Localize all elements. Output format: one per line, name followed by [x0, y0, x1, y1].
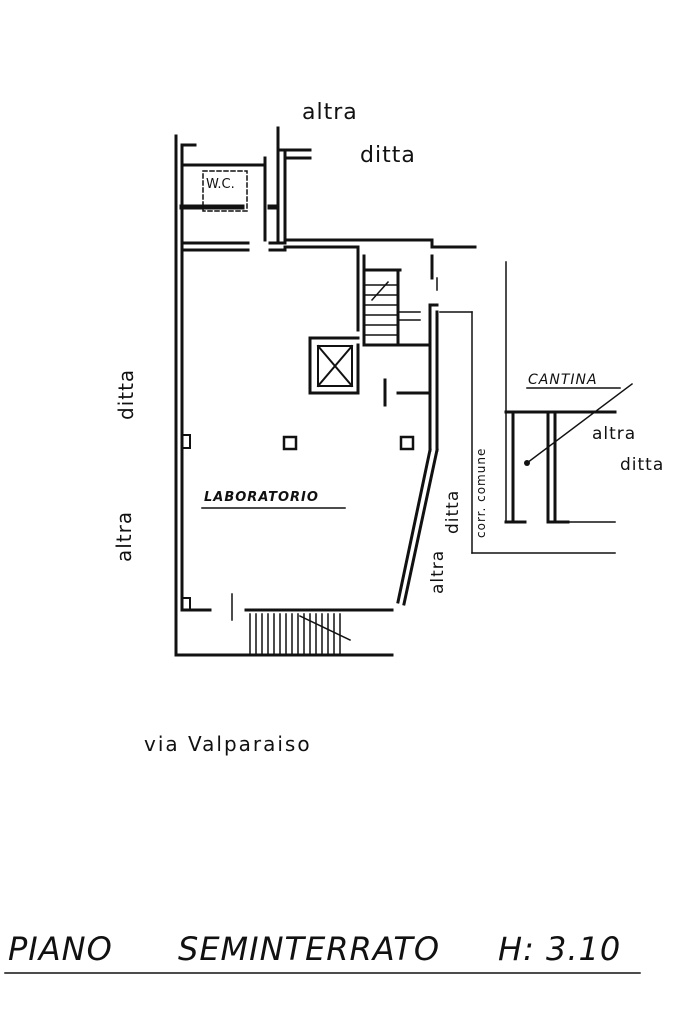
wc-fixture: [202, 170, 248, 212]
stair-core: [308, 245, 432, 407]
label-cantina-neighbor-1: altra: [592, 424, 637, 444]
entrance-steps: [231, 593, 352, 656]
label-corridor: corr. comune: [474, 447, 488, 538]
stair-treads: [365, 280, 421, 336]
label-left-neighbor-1: altra: [112, 510, 136, 562]
footer-height: H: 3.10: [498, 930, 622, 968]
label-top-neighbor-2: ditta: [360, 143, 416, 168]
label-cantina-neighbor-2: ditta: [620, 455, 665, 475]
lift-shaft: [316, 344, 354, 388]
lab-right-wall: [396, 254, 439, 606]
label-right-neighbor-2: ditta: [443, 489, 463, 534]
wc-walls: [179, 156, 287, 252]
cantina-walls: [504, 410, 617, 524]
outer-walls: [174, 126, 477, 657]
label-cantina: CANTINA: [528, 372, 598, 388]
label-top-neighbor-1: altra: [302, 100, 358, 125]
footer-floor-type: SEMINTERRATO: [178, 930, 441, 968]
column: [282, 435, 298, 451]
label-right-neighbor-1: altra: [428, 549, 448, 594]
label-left-neighbor-2: ditta: [114, 368, 138, 420]
cantina-marker: [524, 460, 530, 466]
label-wc: W.C.: [206, 177, 235, 192]
cantina-leader: [525, 382, 634, 465]
label-street: via Valparaiso: [144, 732, 312, 756]
wall-niches: [181, 434, 191, 611]
footer-floor: PIANO: [8, 930, 113, 968]
corridor-walls: [436, 261, 616, 554]
column: [399, 435, 415, 451]
label-laboratorio: LABORATORIO: [204, 490, 319, 505]
